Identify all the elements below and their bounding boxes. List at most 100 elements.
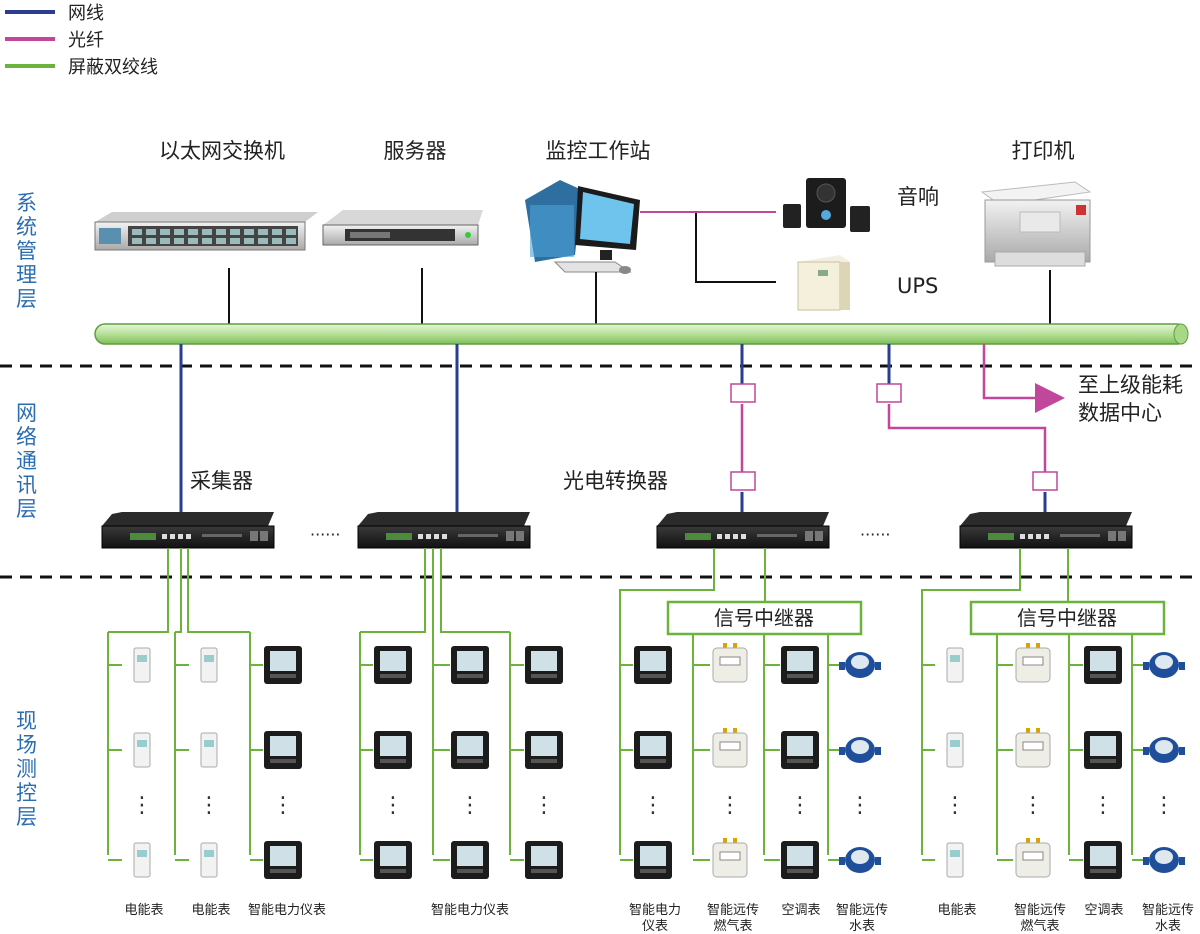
bottom-label-b3: 智能电力仪表 xyxy=(248,903,326,918)
fiber-transceivers xyxy=(730,383,1058,491)
power-meter-icon xyxy=(634,731,672,769)
repeater-left-label: 信号中继器 xyxy=(714,606,814,630)
rack-device-icon xyxy=(101,512,275,549)
power-meter-icon xyxy=(634,646,672,684)
upper-center-label-line2: 数据中心 xyxy=(1078,401,1162,425)
layer-label-field: 现场测控层 xyxy=(16,709,37,829)
switch-title: 以太网交换机 xyxy=(159,139,285,163)
vertical-ellipsis: ⋮ xyxy=(382,793,404,818)
collector-title: 采集器 xyxy=(190,469,253,493)
energy-meter-icon xyxy=(946,647,964,683)
power-meter-icon xyxy=(374,646,412,684)
vertical-ellipsis: ⋮ xyxy=(459,793,481,818)
power-meter-icon xyxy=(525,646,563,684)
bottom-label-line: 智能远传 xyxy=(1142,903,1194,918)
printer-title: 打印机 xyxy=(1012,139,1075,163)
power-meter-icon xyxy=(264,731,302,769)
vertical-ellipsis: ⋮ xyxy=(642,793,664,818)
water-meter-icon xyxy=(1143,652,1185,678)
system-connections xyxy=(228,212,1051,325)
upper-center-label-line1: 至上级能耗 xyxy=(1078,373,1183,397)
bottom-label-line: 仪表 xyxy=(642,919,668,934)
bottom-label-b10: 智能远传燃气表 xyxy=(1014,903,1066,934)
printer-icon xyxy=(980,181,1092,267)
workstation-title: 监控工作站 xyxy=(546,139,651,163)
layer-label-system: 系统管理层 xyxy=(16,191,37,311)
legend-label-fiber: 光纤 xyxy=(68,30,104,51)
bottom-labels: 电能表电能表智能电力仪表智能电力仪表智能电力仪表智能远传燃气表空调表智能远传水表… xyxy=(124,903,1194,934)
energy-meter-icon xyxy=(133,842,151,878)
repeater-right-label: 信号中继器 xyxy=(1017,606,1117,630)
energy-meter-icon xyxy=(133,647,151,683)
power-meter-icon xyxy=(1084,646,1122,684)
vertical-ellipsis: ⋮ xyxy=(944,793,966,818)
gas-meter-icon xyxy=(712,728,748,768)
bottom-label-b1: 电能表 xyxy=(124,903,163,918)
speaker-icon xyxy=(783,178,870,232)
ethernet-switch-icon xyxy=(94,212,318,251)
bottom-label-line: 智能电力 xyxy=(629,903,681,918)
water-meter-icon xyxy=(839,737,881,763)
water-meter-icon xyxy=(1143,847,1185,873)
server-title: 服务器 xyxy=(384,139,447,163)
energy-meter-icon xyxy=(946,732,964,768)
server-icon xyxy=(322,210,483,246)
ellipsis-converters: ······ xyxy=(860,525,891,544)
bottom-label-line: 智能远传 xyxy=(836,903,888,918)
gas-meter-icon xyxy=(1015,728,1051,768)
vertical-ellipsis: ⋮ xyxy=(533,793,555,818)
rack-device-icon xyxy=(656,512,830,549)
legend: 网线 光纤 屏蔽双绞线 xyxy=(5,3,158,78)
power-meter-icon xyxy=(374,841,412,879)
power-meter-icon xyxy=(781,841,819,879)
vertical-ellipsis: ⋮ xyxy=(131,793,153,818)
rack-device-icon xyxy=(357,512,531,549)
bottom-label-line: 燃气表 xyxy=(1020,918,1059,934)
legend-label-twisted: 屏蔽双绞线 xyxy=(68,57,158,78)
bottom-label-line: 燃气表 xyxy=(713,918,752,934)
vertical-ellipsis: ⋮ xyxy=(198,793,220,818)
ups-icon xyxy=(797,255,850,311)
power-meter-icon xyxy=(264,841,302,879)
bottom-label-line: 空调表 xyxy=(781,903,820,918)
network-cables xyxy=(179,344,1047,514)
power-meter-icon xyxy=(451,841,489,879)
power-meter-icon xyxy=(781,731,819,769)
power-meter-icon xyxy=(525,731,563,769)
bottom-label-line: 水表 xyxy=(1155,919,1181,934)
vertical-ellipsis: ⋮ xyxy=(1153,793,1175,818)
gas-meter-icon xyxy=(1015,838,1051,878)
bottom-label-line: 智能电力仪表 xyxy=(248,903,326,918)
power-meter-icon xyxy=(374,731,412,769)
power-meter-icon xyxy=(264,646,302,684)
bottom-label-b9: 电能表 xyxy=(937,903,976,918)
gas-meter-icon xyxy=(1015,643,1051,683)
power-meter-icon xyxy=(1084,841,1122,879)
vertical-ellipsis: ⋮ xyxy=(1092,793,1114,818)
bottom-label-line: 水表 xyxy=(849,919,875,934)
bottom-label-b2: 电能表 xyxy=(191,903,230,918)
power-meter-icon xyxy=(451,646,489,684)
power-meter-icon xyxy=(451,731,489,769)
bottom-label-line: 智能远传 xyxy=(1014,903,1066,918)
rack-device-icon xyxy=(959,512,1133,549)
bottom-label-b6: 智能远传燃气表 xyxy=(707,903,759,934)
bottom-label-b8: 智能远传水表 xyxy=(836,903,888,934)
repeater-right: 信号中继器 xyxy=(969,600,1166,636)
workstation-icon xyxy=(525,180,640,274)
bottom-label-b11: 空调表 xyxy=(1084,903,1123,918)
ups-label: UPS xyxy=(897,274,938,298)
energy-meter-icon xyxy=(133,732,151,768)
bottom-label-line: 电能表 xyxy=(937,903,976,918)
layer-label-network: 网络通讯层 xyxy=(16,401,37,521)
rack-devices xyxy=(101,512,1133,549)
vertical-ellipsis: ⋮ xyxy=(1022,793,1044,818)
power-meter-icon xyxy=(634,841,672,879)
energy-meter-icon xyxy=(200,732,218,768)
water-meter-icon xyxy=(839,652,881,678)
power-meter-icon xyxy=(781,646,819,684)
vertical-ellipsis: ⋮ xyxy=(789,793,811,818)
power-meter-icon xyxy=(1084,731,1122,769)
power-meter-icon xyxy=(525,841,563,879)
